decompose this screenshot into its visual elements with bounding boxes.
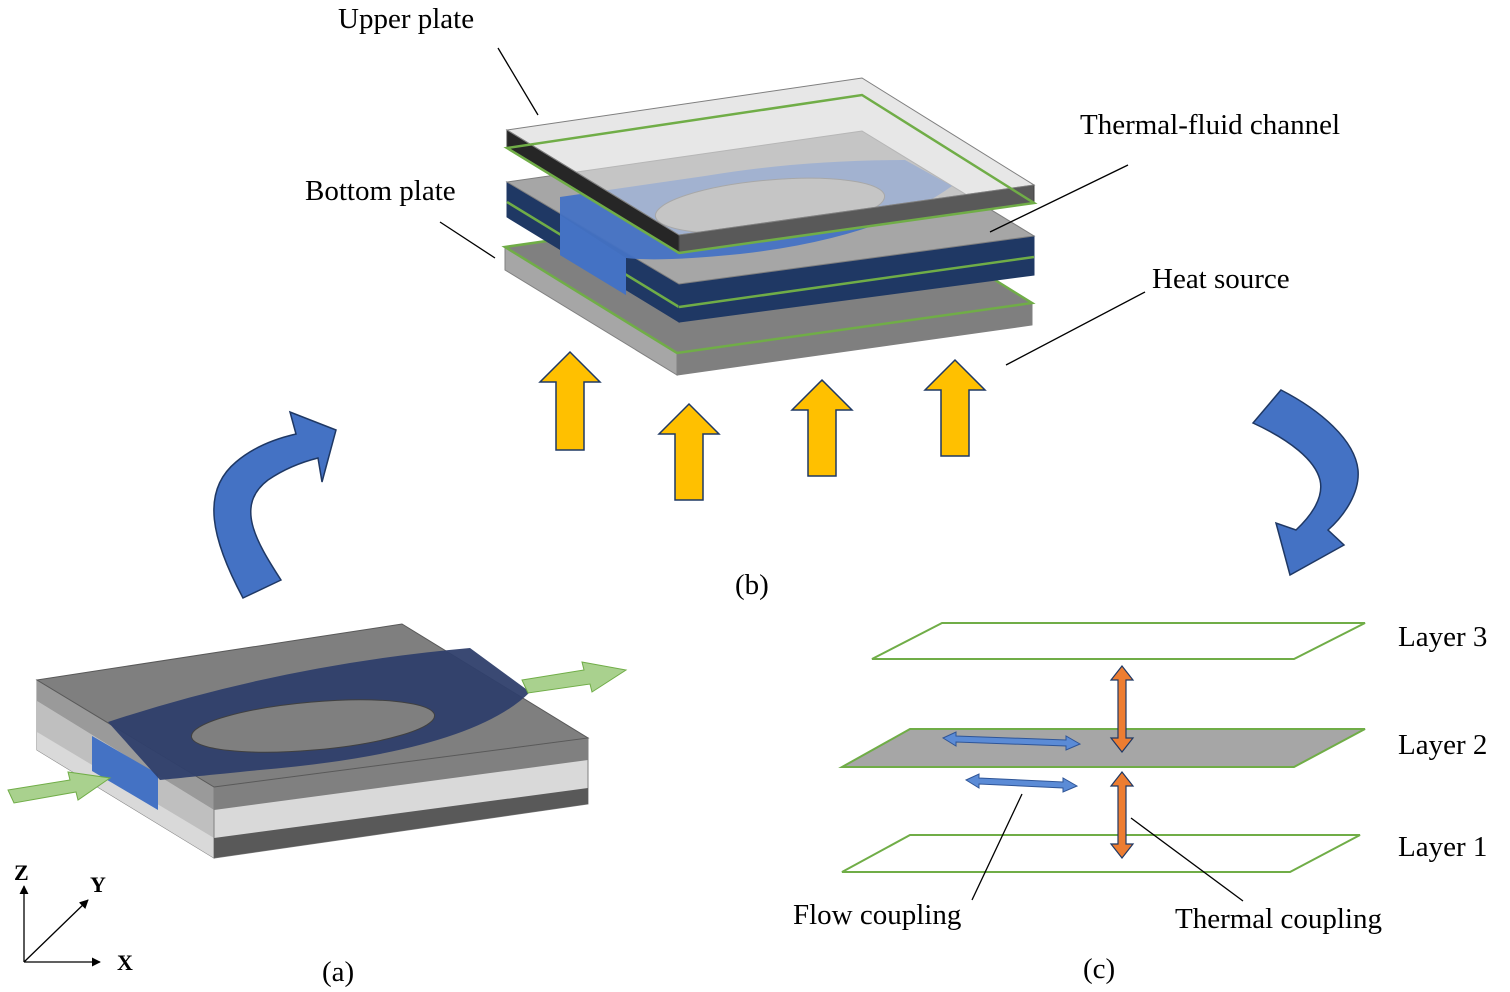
right-arrow-icon bbox=[521, 661, 628, 694]
axis-x-label: X bbox=[117, 950, 133, 975]
channel-leader bbox=[989, 164, 1129, 233]
thermal-coupling-label: Thermal coupling bbox=[1175, 903, 1382, 935]
panel-a-device: (a) bbox=[7, 623, 628, 988]
double-headed-arrow-icon bbox=[964, 773, 1079, 793]
bottom-plate-label: Bottom plate bbox=[305, 175, 456, 207]
channel-label: Thermal-fluid channel bbox=[1080, 109, 1340, 141]
thermal-coupling-leader bbox=[1130, 817, 1244, 902]
panel-c-label: (c) bbox=[1083, 953, 1115, 985]
layer-1-plane bbox=[841, 834, 1361, 873]
double-headed-arrow-icon bbox=[941, 731, 1082, 751]
layer-2-label: Layer 2 bbox=[1398, 729, 1487, 761]
curved-arrow-icon bbox=[1251, 389, 1359, 577]
panel-b-stack: Upper plate Bottom plate Thermal-fluid c… bbox=[305, 3, 1340, 601]
upper-plate-label: Upper plate bbox=[338, 3, 474, 35]
layer-3-label: Layer 3 bbox=[1398, 621, 1487, 653]
heat-source-leader bbox=[1005, 291, 1146, 366]
layer-2-plane bbox=[838, 728, 1366, 768]
axis-y-label: Y bbox=[90, 872, 106, 897]
right-arrow-icon bbox=[7, 771, 112, 804]
flow-coupling-label: Flow coupling bbox=[793, 899, 961, 931]
bottom-plate-leader bbox=[439, 221, 496, 259]
curved-arrow-icon bbox=[213, 410, 337, 599]
axes: Z Y X bbox=[14, 860, 133, 975]
double-headed-arrow-icon bbox=[1109, 665, 1135, 753]
flow-coupling-leader bbox=[971, 793, 1023, 901]
panel-a-label: (a) bbox=[322, 956, 354, 988]
up-arrow-icon bbox=[923, 358, 987, 457]
up-arrow-icon bbox=[657, 402, 721, 501]
heat-source-label: Heat source bbox=[1152, 263, 1290, 295]
double-headed-arrow-icon bbox=[1109, 771, 1135, 859]
up-arrow-icon bbox=[538, 350, 602, 451]
layer-3-plane bbox=[871, 622, 1366, 660]
panel-c-layers: Layer 3 Layer 2 Layer 1 Flow coupling Th… bbox=[793, 621, 1487, 985]
up-arrow-icon bbox=[790, 378, 854, 477]
heat-arrows bbox=[538, 350, 987, 501]
upper-plate bbox=[503, 77, 1038, 255]
layer-1-label: Layer 1 bbox=[1398, 831, 1487, 863]
upper-plate-leader bbox=[497, 47, 539, 116]
axis-z-label: Z bbox=[14, 860, 29, 885]
panel-b-label: (b) bbox=[735, 569, 769, 601]
